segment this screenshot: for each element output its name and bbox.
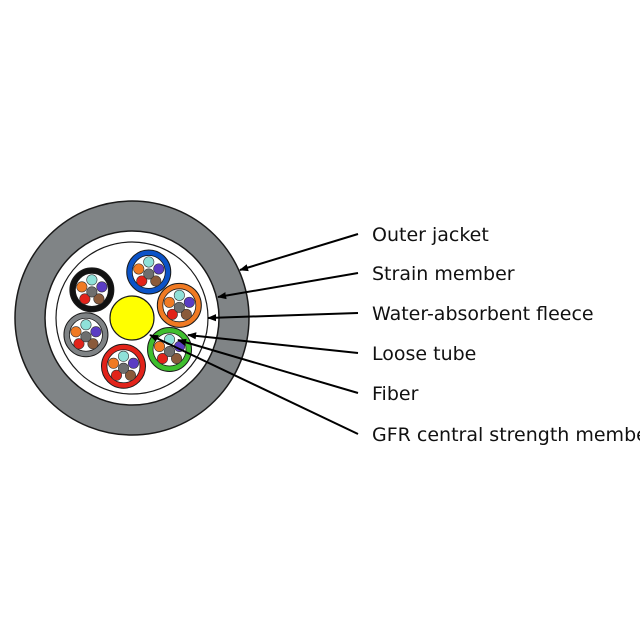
fiber <box>133 263 145 275</box>
fiber <box>80 331 92 343</box>
leader-line <box>177 338 359 394</box>
fiber <box>157 352 169 364</box>
fiber <box>73 338 85 350</box>
fiber <box>163 296 175 308</box>
loose-tube <box>126 249 172 295</box>
loose-tube <box>69 267 115 313</box>
fiber <box>93 293 105 305</box>
fiber <box>107 357 119 369</box>
fiber <box>86 274 98 286</box>
fiber <box>154 340 166 352</box>
label-loose-tube: Loose tube <box>372 343 476 365</box>
fiber <box>110 369 122 381</box>
label-fiber: Fiber <box>372 383 419 405</box>
cable-cross-section <box>14 200 250 436</box>
label-outer-jacket: Outer jacket <box>372 224 489 246</box>
fiber <box>171 352 183 364</box>
loose-tube <box>100 343 146 389</box>
fiber <box>136 275 148 287</box>
leader-line <box>149 334 359 435</box>
fiber <box>173 289 185 301</box>
fiber <box>80 319 92 331</box>
label-group: Outer jacket Strain member Water-absorbe… <box>372 224 640 446</box>
fiber <box>76 281 88 293</box>
fiber <box>96 281 108 293</box>
leader-line <box>207 312 359 322</box>
fiber <box>183 296 195 308</box>
label-water-absorbent-fleece: Water-absorbent fleece <box>372 303 594 325</box>
fiber <box>180 308 192 320</box>
fiber <box>173 301 185 313</box>
leader-line <box>187 332 359 354</box>
loose-tube <box>156 282 202 328</box>
label-strain-member: Strain member <box>372 263 515 285</box>
fiber <box>124 369 136 381</box>
fiber <box>150 275 162 287</box>
fiber <box>153 263 165 275</box>
fiber <box>166 308 178 320</box>
fiber <box>143 256 155 268</box>
fiber <box>90 326 102 338</box>
leader-line <box>239 233 359 272</box>
fiber <box>70 326 82 338</box>
loose-tube <box>63 312 109 358</box>
fiber <box>79 293 91 305</box>
fiber <box>87 338 99 350</box>
leader-line <box>217 272 359 300</box>
fiber <box>117 350 129 362</box>
fiber <box>164 345 176 357</box>
fiber <box>127 357 139 369</box>
fiber <box>117 362 129 374</box>
leader-lines <box>149 233 359 435</box>
fiber <box>143 268 155 280</box>
fiber <box>86 286 98 298</box>
central-strength-member <box>109 295 155 341</box>
loose-tube <box>147 326 193 372</box>
label-gfr-central-strength-member: GFR central strength member <box>372 424 640 446</box>
